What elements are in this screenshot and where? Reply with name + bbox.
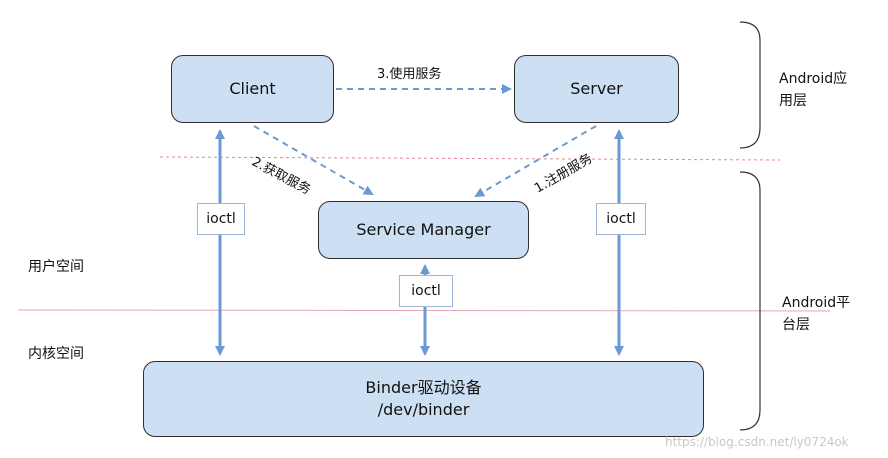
kernel-space-label: 内核空间 <box>28 346 84 362</box>
binder-driver-box: Binder驱动设备 /dev/binder <box>143 361 704 437</box>
service-manager-box: Service Manager <box>318 201 529 259</box>
app-layer-bracket <box>739 21 761 149</box>
client-label: Client <box>229 79 276 98</box>
binder-device-path: /dev/binder <box>377 400 470 419</box>
ioctl-label-left: ioctl <box>197 203 245 235</box>
android-app-layer-label: Android应 用层 <box>779 71 848 109</box>
use-service-label: 3.使用服务 <box>377 67 442 82</box>
service-manager-label: Service Manager <box>356 220 491 239</box>
get-service-arrow <box>253 125 374 195</box>
server-box: Server <box>514 55 679 123</box>
platform-layer-bracket <box>739 171 761 431</box>
android-platform-layer-label: Android平 台层 <box>782 295 851 333</box>
server-label: Server <box>570 79 623 98</box>
app-layer-divider <box>159 156 781 161</box>
user-space-label: 用户空间 <box>28 259 84 275</box>
ioctl-label-right: ioctl <box>596 203 646 235</box>
client-box: Client <box>171 55 334 123</box>
ioctl-label-middle: ioctl <box>399 275 453 307</box>
register-service-arrow <box>474 125 597 198</box>
binder-driver-label: Binder驱动设备 <box>365 378 482 397</box>
watermark-text: https://blog.csdn.net/ly0724ok <box>665 435 849 449</box>
